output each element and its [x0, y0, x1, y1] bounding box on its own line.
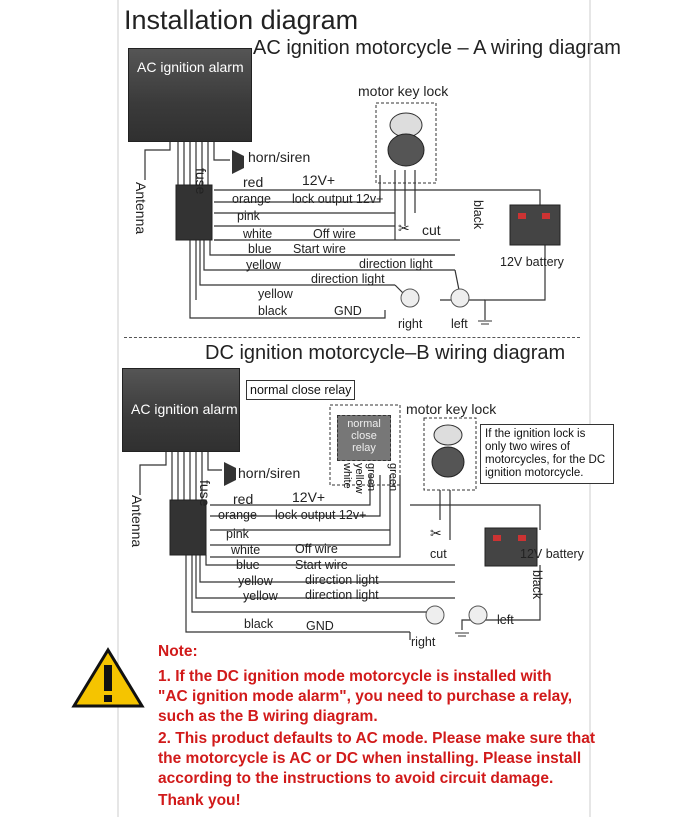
wire-yellow2-b: yellow — [243, 589, 278, 603]
relay-wire-green2: green — [387, 463, 399, 492]
right-label-b: right — [411, 635, 436, 649]
note-line-2: "AC ignition mode alarm", you need to pu… — [158, 688, 573, 705]
relay-inner-2: close — [351, 430, 377, 442]
antenna-label-b: Antenna — [129, 495, 145, 548]
wire-blue-desc-a: Start wire — [293, 242, 346, 256]
wire-yellow1-desc-b: direction light — [305, 573, 379, 587]
wire-pink-b: pink — [226, 527, 249, 541]
wire-blue-a: blue — [248, 242, 272, 256]
relay-callout: normal close relay — [246, 380, 356, 400]
scissors-icon-b: ✂ — [430, 525, 442, 541]
section-divider — [124, 337, 580, 338]
wire-pink-a: pink — [237, 209, 260, 223]
alarm-label-a: AC ignition alarm — [137, 59, 244, 75]
wire-black-desc-b: GND — [306, 619, 334, 633]
note-line-1: 1. If the DC ignition mode motorcycle is… — [158, 668, 552, 685]
info-note: If the ignition lock is only two wires o… — [480, 424, 614, 484]
wire-black-b: black — [244, 617, 274, 631]
note-line-6: according to the instructions to avoid c… — [158, 770, 554, 787]
scissors-icon: ✂ — [398, 220, 410, 236]
wire-red-desc-a: 12V+ — [302, 172, 336, 188]
wire-yellow2-a: yellow — [258, 287, 293, 301]
wire-blue-desc-b: Start wire — [295, 558, 348, 572]
wire-orange-a: orange — [232, 192, 271, 206]
alarm-box-a: AC ignition alarm — [128, 48, 252, 142]
battery-label-a: 12V battery — [500, 255, 564, 269]
fuse-label-b: fuse — [197, 480, 213, 507]
antenna-label-a: Antenna — [133, 182, 149, 235]
diagram-b-title: DC ignition motorcycle–B wiring diagram — [205, 342, 566, 364]
wire-white-b: white — [231, 543, 261, 557]
black-vertical-b: black — [530, 570, 544, 600]
relay-wire-green1: green — [365, 463, 377, 492]
wire-red-b: red — [233, 491, 254, 507]
wire-orange-b: orange — [218, 508, 257, 522]
wire-red-a: red — [243, 174, 264, 190]
cut-label-b: cut — [430, 547, 447, 561]
wire-yellow1-a: yellow — [246, 258, 281, 272]
wire-white-desc-b: Off wire — [295, 542, 338, 556]
alarm-label-b: AC ignition alarm — [131, 401, 238, 417]
note-line-7: Thank you! — [158, 792, 241, 809]
wire-yellow1-desc-a: direction light — [359, 257, 433, 271]
diagram-a-title: AC ignition motorcycle – A wiring diagra… — [253, 37, 621, 59]
wire-blue-b: blue — [236, 558, 260, 572]
wire-black-desc-a: GND — [334, 304, 362, 318]
battery-label-b: 12V battery — [520, 547, 584, 561]
wire-orange-desc-a: lock output 12v+ — [292, 192, 384, 206]
note-line-4: 2. This product defaults to AC mode. Ple… — [158, 730, 595, 747]
note-heading: Note: — [158, 643, 198, 660]
black-vertical-a: black — [471, 200, 485, 230]
alarm-box-b: AC ignition alarm — [122, 368, 240, 452]
fuse-label-a: fuse — [193, 168, 209, 195]
wire-red-desc-b: 12V+ — [292, 489, 326, 505]
wire-white-a: white — [243, 227, 273, 241]
wire-white-desc-a: Off wire — [313, 227, 356, 241]
cut-label-a: cut — [422, 222, 441, 238]
left-label-a: left — [451, 317, 468, 331]
relay-box: normal close relay — [337, 415, 391, 461]
horn-label-b: horn/siren — [238, 465, 301, 481]
wire-orange-desc-b: lock output 12v+ — [275, 508, 367, 522]
relay-wire-white: white — [341, 463, 353, 489]
wire-yellow2-desc-a: direction light — [311, 272, 385, 286]
wire-black-a: black — [258, 304, 288, 318]
page-title: Installation diagram — [124, 5, 359, 35]
key-lock-label-a: motor key lock — [358, 83, 449, 99]
right-label-a: right — [398, 317, 423, 331]
wire-yellow2-desc-b: direction light — [305, 588, 379, 602]
key-lock-label-b: motor key lock — [406, 401, 497, 417]
note-line-3: such as the B wiring diagram. — [158, 708, 378, 725]
left-label-b: left — [497, 613, 514, 627]
relay-inner-1: normal — [347, 418, 381, 430]
relay-inner-3: relay — [352, 442, 376, 454]
relay-wire-yellow: yellow — [353, 463, 365, 494]
note-line-5: the motorcycle is AC or DC when installi… — [158, 750, 582, 767]
horn-label-a: horn/siren — [248, 149, 311, 165]
wire-yellow1-b: yellow — [238, 574, 273, 588]
